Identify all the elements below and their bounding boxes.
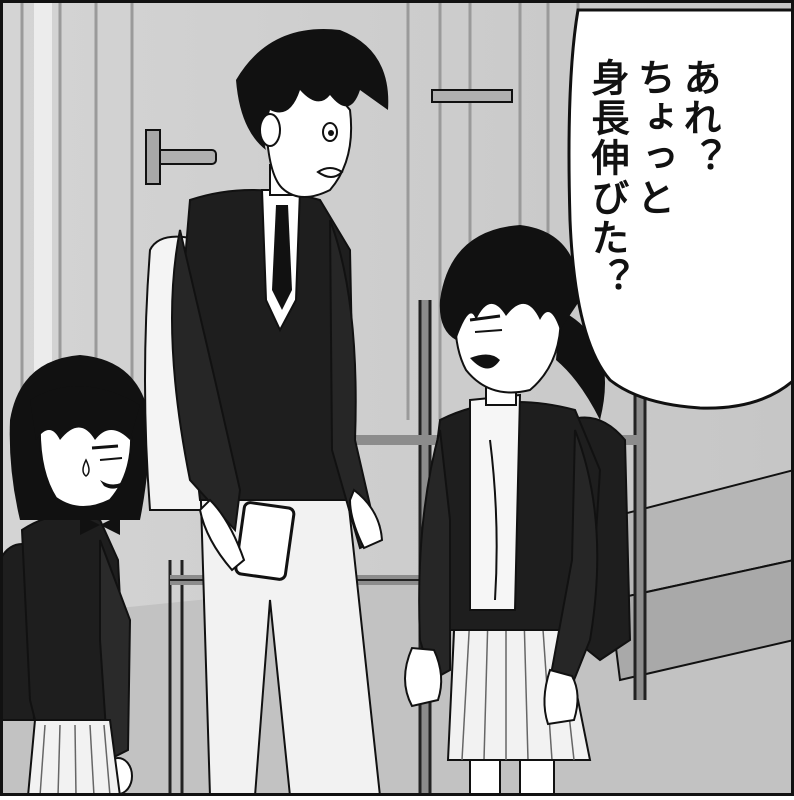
seat-base bbox=[608, 558, 794, 682]
tall-boy-character bbox=[144, 29, 389, 797]
speech-bubble bbox=[567, 8, 794, 410]
speech-line-3: 身長伸びた？ bbox=[585, 58, 629, 298]
window-frame bbox=[34, 0, 52, 470]
phone bbox=[234, 501, 296, 581]
speech-line-1: あれ？ bbox=[677, 58, 721, 178]
short-girl-character bbox=[0, 355, 151, 797]
door-bracket bbox=[145, 129, 161, 185]
speech-bubble-text: あれ？ ちょっと 身長伸びた？ bbox=[585, 58, 722, 378]
speech-line-2: ちょっと bbox=[631, 58, 675, 218]
door-handle-right bbox=[431, 89, 513, 103]
ponytail-girl-character bbox=[404, 225, 632, 797]
